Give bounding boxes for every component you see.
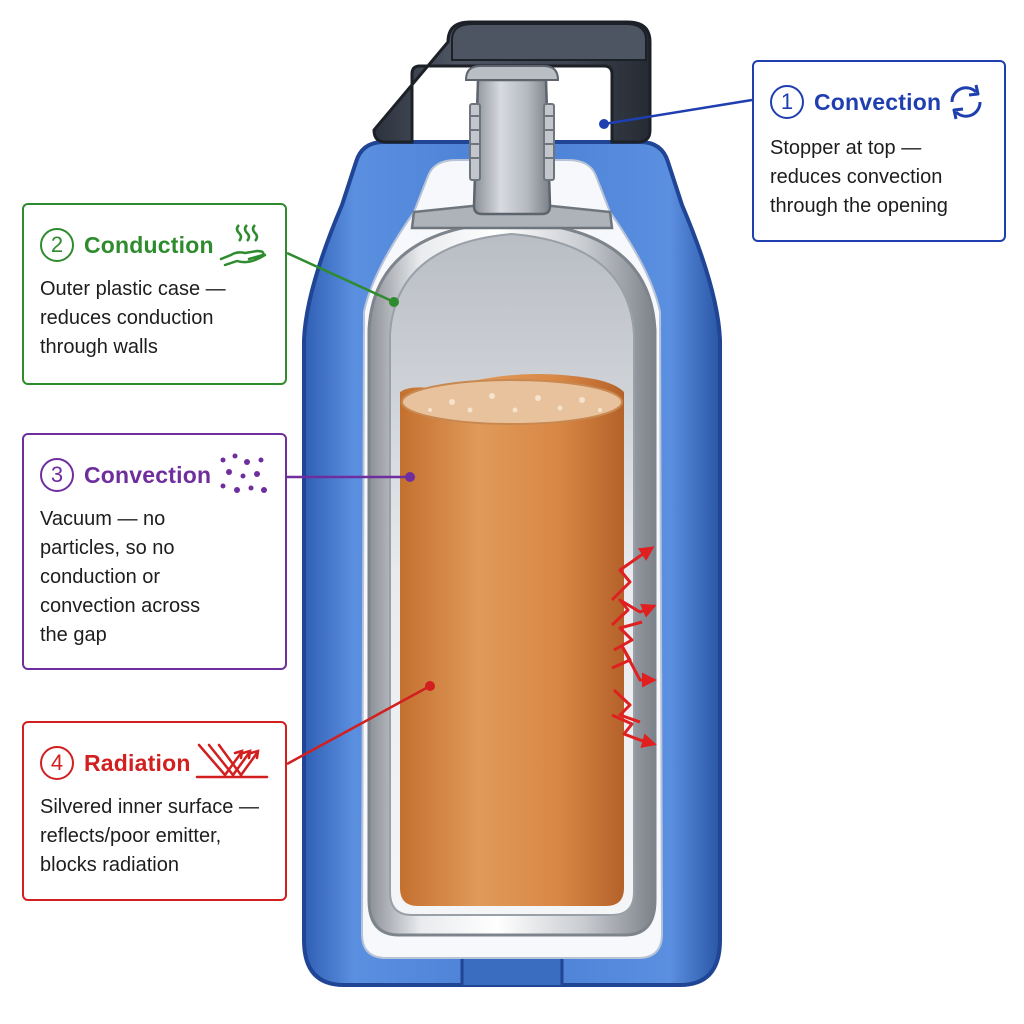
callout-description: Vacuum — no particles, so no conduction … <box>40 505 269 650</box>
callout-number: 3 <box>40 458 74 492</box>
callout-line: particles, so no <box>40 537 175 559</box>
heat-hand-icon <box>219 221 269 269</box>
callout-line: reduces conduction <box>40 307 214 329</box>
callout-description: Stopper at top — reduces convection thro… <box>770 134 988 221</box>
callout-convection-stopper: 1 Convection Stopper at top — reduces co… <box>752 60 1006 242</box>
case-base-foot <box>460 953 564 985</box>
liquid-foam <box>401 379 623 425</box>
callout-title: Conduction <box>84 231 214 258</box>
reflected-rays-icon <box>195 741 269 785</box>
callout-title: Convection <box>84 461 212 488</box>
callout-number: 2 <box>40 228 74 262</box>
callout-line: blocks radiation <box>40 854 179 876</box>
radiation-arrows <box>610 546 657 748</box>
callout-title: Radiation <box>84 749 191 776</box>
callout-description: Silvered inner surface — reflects/poor e… <box>40 793 269 880</box>
callout-line: conduction or <box>40 566 161 588</box>
callout-line: Vacuum — no <box>40 508 166 530</box>
thread-ridges <box>469 103 555 181</box>
callout-line: through walls <box>40 336 158 358</box>
cap-top <box>451 23 647 61</box>
callout-convection-vacuum: 3 Convection Vacuum — no particles, so n… <box>22 433 287 670</box>
callout-line: through the opening <box>770 195 948 217</box>
callout-number: 4 <box>40 746 74 780</box>
callout-conduction-case: 2 Conduction Outer plastic case — reduce… <box>22 203 287 385</box>
stopper-plug-head <box>464 65 560 81</box>
callout-number: 1 <box>770 85 804 119</box>
callout-line: Stopper at top — <box>770 137 922 159</box>
callout-radiation-silvered: 4 Radiation Silvered inner surface — ref… <box>22 721 287 901</box>
stopper-plug <box>472 78 552 216</box>
callout-line: Outer plastic case — <box>40 278 226 300</box>
callout-title: Convection <box>814 88 942 115</box>
leader-lines <box>286 98 753 766</box>
cycle-arrows-icon <box>944 80 988 124</box>
callout-line: the gap <box>40 624 107 646</box>
particles-icon <box>217 452 269 498</box>
callout-line: convection across <box>40 595 201 617</box>
callout-line: reduces convection <box>770 166 943 188</box>
callout-description: Outer plastic case — reduces conduction … <box>40 275 269 362</box>
callout-line: reflects/poor emitter, <box>40 825 222 847</box>
foam-bubbles <box>428 393 602 413</box>
callout-line: Silvered inner surface — <box>40 796 259 818</box>
hot-liquid <box>400 374 624 906</box>
